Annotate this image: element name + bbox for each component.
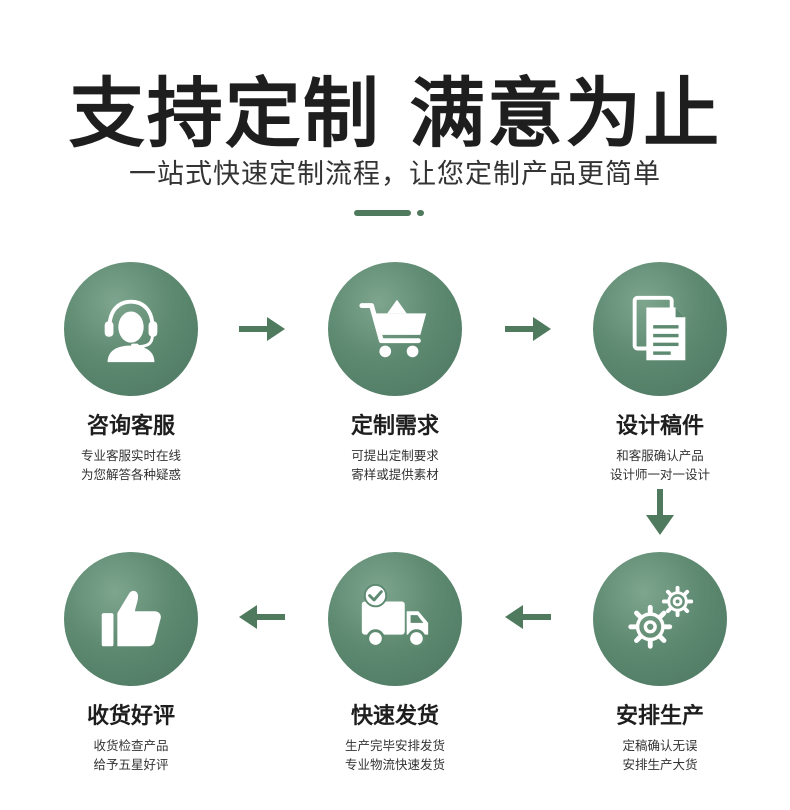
step-design-title: 设计稿件 (615, 414, 704, 439)
step-shipping-desc-line1: 生产完毕安排发货 (344, 738, 445, 753)
step-shipping-desc: 生产完毕安排发货 专业物流快速发货 (295, 736, 495, 774)
step-production-desc-line1: 定稿确认无误 (622, 738, 698, 753)
step-requirements-desc-line1: 可提出定制要求 (351, 448, 439, 463)
step-production-circle (593, 552, 727, 686)
arrow-right-icon (239, 317, 285, 341)
step-requirements-title: 定制需求 (350, 414, 439, 439)
step-design-desc-line2: 设计师一对一设计 (609, 467, 710, 482)
step-production-desc-line2: 安排生产大货 (622, 757, 698, 772)
step-requirements-desc-line2: 寄样或提供素材 (351, 467, 439, 482)
delivery-truck-icon (361, 583, 429, 648)
step-production-title: 安排生产 (615, 704, 704, 729)
headset-icon (104, 299, 158, 363)
arrow-down-icon (646, 489, 674, 535)
step-design-desc-line1: 和客服确认产品 (616, 448, 704, 463)
step-consult-desc-line2: 为您解答各种疑惑 (80, 467, 181, 482)
documents-icon (632, 295, 686, 361)
step-shipping-desc-line2: 专业物流快速发货 (344, 757, 445, 772)
step-review-circle (64, 552, 198, 686)
step-design-circle (593, 262, 727, 396)
gears-icon (628, 585, 694, 649)
step-review-title: 收货好评 (86, 704, 175, 729)
step-consult-desc: 专业客服实时在线 为您解答各种疑惑 (31, 446, 231, 484)
step-review-desc-line1: 收货检查产品 (93, 738, 169, 753)
step-consult-desc-line1: 专业客服实时在线 (80, 448, 181, 463)
step-shipping-title: 快速发货 (350, 704, 439, 729)
arrow-right-icon (505, 317, 551, 341)
step-design-desc: 和客服确认产品 设计师一对一设计 (560, 446, 760, 484)
page-subtitle: 一站式快速定制流程，让您定制产品更简单 (129, 159, 661, 190)
page-title: 支持定制 满意为止 (68, 69, 722, 158)
step-review-desc-line2: 给予五星好评 (93, 757, 169, 772)
shopping-cart-icon (359, 299, 427, 358)
step-consult-circle (64, 262, 198, 396)
step-shipping-circle (328, 552, 462, 686)
step-requirements-circle (328, 262, 462, 396)
arrow-left-icon (239, 605, 285, 629)
thumbs-up-icon (101, 590, 161, 647)
step-production-desc: 定稿确认无误 安排生产大货 (560, 736, 760, 774)
arrow-left-icon (505, 605, 551, 629)
step-review-desc: 收货检查产品 给予五星好评 (31, 736, 231, 774)
step-requirements-desc: 可提出定制要求 寄样或提供素材 (295, 446, 495, 484)
step-consult-title: 咨询客服 (86, 414, 175, 439)
